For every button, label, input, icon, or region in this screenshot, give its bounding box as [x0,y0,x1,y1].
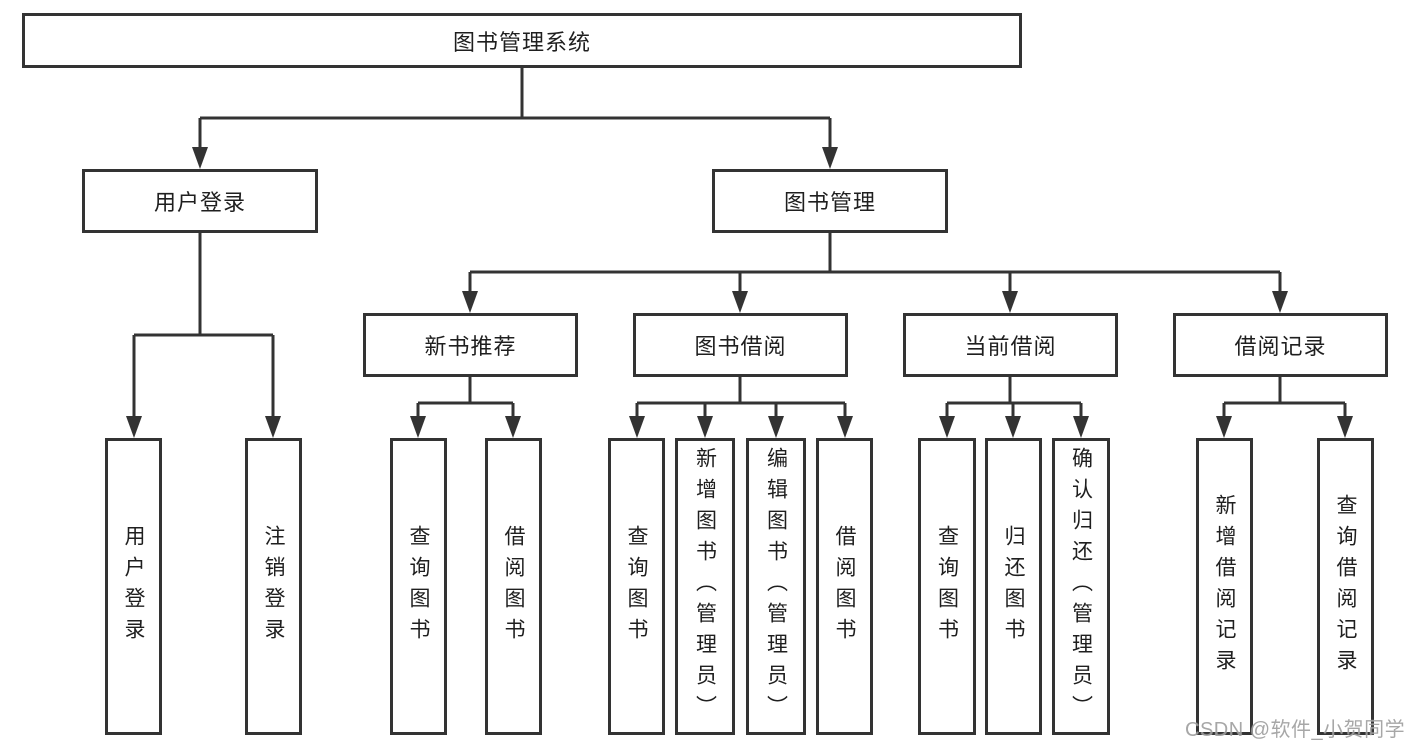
csdn-watermark: CSDN @软件_小贺同学 [1185,719,1405,741]
node-label: 图书管理 [783,190,876,215]
node-label: 编辑图书（管理员） [764,447,788,726]
node-new-book-recommendation: 新书推荐 [363,313,578,377]
leaf-borrow-edit-book-admin: 编辑图书（管理员） [746,438,806,735]
arrow-down-icon [265,416,281,438]
node-label: 查询图书 [625,524,648,649]
arrow-down-icon [939,416,955,438]
leaf-record-query-borrow-record: 查询借阅记录 [1317,438,1374,735]
arrow-down-icon [1005,416,1021,438]
arrow-down-icon [1073,416,1089,438]
arrow-down-icon [837,416,853,438]
node-label: 借阅记录 [1234,334,1327,359]
node-current-borrowing: 当前借阅 [903,313,1118,377]
leaf-current-return-book: 归还图书 [985,438,1042,735]
node-label: 归还图书 [1002,524,1025,649]
arrow-down-icon [822,147,838,169]
arrow-down-icon [462,291,478,313]
node-label: 新书推荐 [424,334,517,359]
node-label: 用户登录 [153,190,246,215]
arrow-down-icon [1272,291,1288,313]
node-label: 查询图书 [935,524,959,649]
arrowheads [126,147,1353,438]
arrow-down-icon [768,416,784,438]
node-label: 图书借阅 [694,334,787,359]
leaf-current-confirm-return-admin: 确认归还（管理员） [1052,438,1110,735]
leaf-logout: 注销登录 [245,438,302,735]
node-label: 借阅图书 [502,524,525,649]
node-label: 查询借阅记录 [1334,493,1357,680]
arrow-down-icon [505,416,521,438]
leaf-newbook-borrow-book: 借阅图书 [485,438,542,735]
node-borrowing-records: 借阅记录 [1173,313,1388,377]
node-label: 借阅图书 [833,524,856,649]
arrow-down-icon [1002,291,1018,313]
leaf-borrow-add-book-admin: 新增图书（管理员） [675,438,735,735]
node-label: 用户登录 [122,524,145,649]
node-label: 查询图书 [407,524,430,649]
arrow-down-icon [126,416,142,438]
leaf-borrow-borrow-book: 借阅图书 [816,438,873,735]
node-label: 新增图书（管理员） [693,447,717,726]
arrow-down-icon [1337,416,1353,438]
leaf-record-add-borrow-record: 新增借阅记录 [1196,438,1253,735]
arrow-down-icon [1216,416,1232,438]
node-label: 注销登录 [262,524,285,649]
node-label: 图书管理系统 [452,29,591,55]
node-user-login: 用户登录 [82,169,318,233]
arrow-down-icon [192,147,208,169]
node-label: 新增借阅记录 [1213,493,1236,680]
arrow-down-icon [410,416,426,438]
leaf-user-login: 用户登录 [105,438,162,735]
leaf-borrow-query-book: 查询图书 [608,438,665,735]
leaf-current-query-book: 查询图书 [918,438,976,735]
arrow-down-icon [732,291,748,313]
node-label: 确认归还（管理员） [1069,447,1093,726]
node-library-management-system: 图书管理系统 [22,13,1022,68]
node-book-management: 图书管理 [712,169,948,233]
leaf-newbook-query-book: 查询图书 [390,438,447,735]
tree-connector-path [132,68,1347,418]
arrow-down-icon [629,416,645,438]
node-book-borrowing: 图书借阅 [633,313,848,377]
arrow-down-icon [697,416,713,438]
node-label: 当前借阅 [964,334,1057,359]
